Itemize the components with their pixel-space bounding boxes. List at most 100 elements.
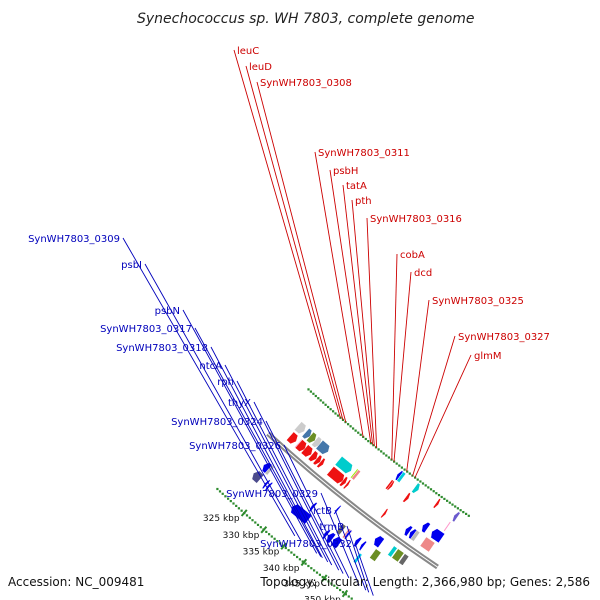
reverse-gene-feature[interactable] <box>251 470 265 484</box>
reverse-gene-label-leader-line <box>253 401 340 571</box>
reverse-gene-feature[interactable] <box>358 540 368 552</box>
forward-gene-feature[interactable] <box>402 492 411 503</box>
forward-gene-feature[interactable] <box>301 427 313 440</box>
forward-gene-feature[interactable] <box>293 421 307 435</box>
outer-tick-dot <box>327 580 330 583</box>
outer-tick-dot <box>237 507 240 510</box>
inner-tick-dot <box>367 440 370 443</box>
inner-tick-dot <box>327 405 330 409</box>
forward-gene-label[interactable]: SynWH7803_0308 <box>260 78 352 89</box>
forward-gene-feature[interactable] <box>380 508 389 519</box>
reverse-gene-label[interactable]: thyX <box>228 398 251 409</box>
forward-gene-feature[interactable] <box>342 479 352 490</box>
inner-tick-dot <box>432 490 435 493</box>
outer-tick-dot <box>341 591 345 594</box>
gene-feature[interactable] <box>398 553 410 566</box>
outer-tick-dot <box>293 553 296 556</box>
gene-feature[interactable] <box>351 469 362 481</box>
gene-feature[interactable] <box>410 529 421 542</box>
outer-tick-dot <box>298 558 301 561</box>
inner-tick-dot <box>309 390 312 393</box>
inner-tick-dot <box>437 494 441 497</box>
forward-gene-feature[interactable] <box>307 450 319 462</box>
outer-tick-dot <box>259 526 262 529</box>
forward-gene-label[interactable]: cobA <box>400 250 425 261</box>
inner-tick-dot <box>339 416 342 419</box>
outer-tick-dot <box>330 582 333 585</box>
forward-gene-feature[interactable] <box>286 431 299 445</box>
forward-gene-feature[interactable] <box>432 498 442 509</box>
forward-gene-label[interactable]: SynWH7803_0327 <box>458 332 550 343</box>
outer-tick-dot <box>240 509 243 512</box>
inner-tick-dot <box>380 450 383 453</box>
forward-gene-label-leader-line <box>233 49 341 418</box>
forward-gene-label[interactable]: leuD <box>249 62 272 73</box>
reverse-gene-label-leader-line <box>346 525 370 593</box>
reverse-gene-label[interactable]: SynWH7803_0309 <box>28 234 120 245</box>
outer-tick-dot <box>344 593 347 596</box>
inner-tick-dot <box>443 497 446 500</box>
reverse-gene-feature[interactable] <box>452 511 461 523</box>
inner-tick-dot <box>440 495 443 499</box>
outer-tick-dot <box>227 497 230 500</box>
forward-gene-feature[interactable] <box>315 439 330 455</box>
reverse-gene-label[interactable]: psbN <box>155 306 180 317</box>
inner-tick-dot <box>334 412 337 415</box>
forward-gene-label[interactable]: glmM <box>474 351 502 362</box>
gene-feature[interactable] <box>443 521 452 532</box>
forward-gene-label[interactable]: tatA <box>346 181 367 192</box>
reverse-gene-label[interactable]: psbI <box>121 260 142 271</box>
reverse-gene-feature[interactable] <box>421 521 431 534</box>
forward-gene-feature[interactable] <box>326 466 345 484</box>
forward-gene-label[interactable]: dcd <box>414 268 432 279</box>
reverse-gene-feature[interactable] <box>264 481 274 492</box>
outer-tick-dot <box>313 569 316 572</box>
forward-gene-feature[interactable] <box>411 482 421 494</box>
reverse-gene-label[interactable]: rph <box>217 377 234 388</box>
reverse-gene-feature[interactable] <box>403 525 414 537</box>
inner-tick-dot <box>319 399 322 402</box>
forward-gene-label[interactable]: SynWH7803_0316 <box>370 214 462 225</box>
inner-tick-dot <box>357 431 360 434</box>
gene-feature[interactable] <box>369 548 382 562</box>
outer-tick-dot <box>287 549 290 552</box>
reverse-gene-feature[interactable] <box>373 535 385 549</box>
reverse-gene-label[interactable]: ictB <box>313 506 332 517</box>
inner-tick-dot <box>382 452 385 455</box>
gene-feature[interactable] <box>391 548 405 563</box>
forward-gene-feature[interactable] <box>305 431 317 444</box>
forward-gene-feature[interactable] <box>338 476 349 487</box>
reverse-gene-feature[interactable] <box>430 528 446 544</box>
forward-gene-feature[interactable] <box>334 455 353 474</box>
reverse-gene-label[interactable]: SynWH7803_0329 <box>226 489 318 500</box>
forward-gene-feature[interactable] <box>316 457 326 469</box>
reverse-gene-label[interactable]: SynWH7803_0324 <box>171 417 263 428</box>
inner-tick-dot <box>393 460 396 463</box>
gene-feature[interactable] <box>387 545 398 558</box>
inner-tick-dot <box>349 425 352 428</box>
forward-gene-label[interactable]: leuC <box>237 46 259 57</box>
reverse-gene-label[interactable]: ntcA <box>199 361 222 372</box>
forward-gene-label-leader-line <box>351 199 375 447</box>
kbp-tick-label: 330 kbp <box>223 531 260 541</box>
forward-gene-label[interactable]: SynWH7803_0311 <box>318 148 410 159</box>
reverse-gene-label-leader-line <box>265 420 344 574</box>
reverse-gene-label[interactable]: SynWH7803_0318 <box>116 343 208 354</box>
reverse-gene-label[interactable]: SynWH7803_0332 <box>260 539 352 550</box>
reverse-gene-label[interactable]: SynWH7803_0317 <box>100 324 192 335</box>
forward-gene-feature[interactable] <box>386 480 395 491</box>
inner-tick-dot <box>395 462 398 465</box>
forward-gene-label[interactable]: pth <box>355 196 372 207</box>
kbp-tick-label: 350 kbp <box>304 595 341 600</box>
genome-title: Synechococcus sp. WH 7803, complete geno… <box>137 11 475 27</box>
reverse-gene-label[interactable]: trmB <box>320 522 345 533</box>
forward-gene-label[interactable]: psbH <box>333 166 358 177</box>
gene-feature[interactable] <box>396 471 407 483</box>
forward-gene-label[interactable]: SynWH7803_0325 <box>432 296 524 307</box>
gene-feature[interactable] <box>419 536 436 553</box>
outer-tick-dot <box>290 551 293 554</box>
reverse-gene-label[interactable]: SynWH7803_0326 <box>189 441 281 452</box>
forward-gene-feature[interactable] <box>300 444 314 458</box>
forward-gene-feature[interactable] <box>294 439 307 452</box>
reverse-gene-feature[interactable] <box>333 504 342 515</box>
